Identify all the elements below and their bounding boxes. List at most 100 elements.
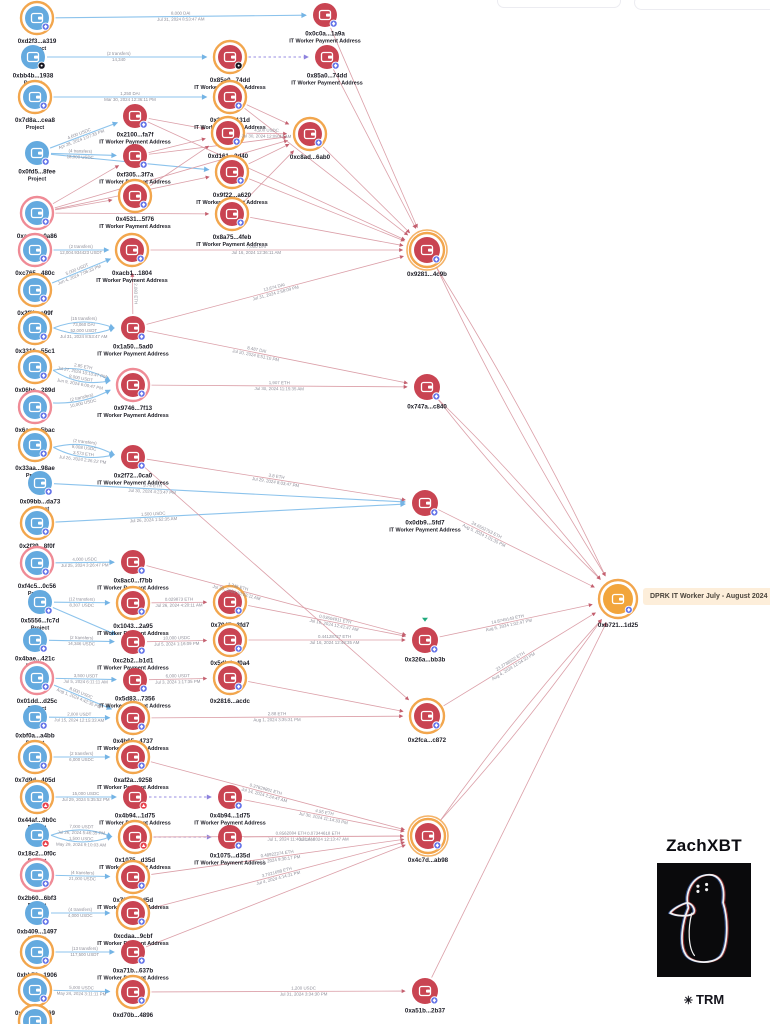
graph-node[interactable]: 0xa51b...2b37: [405, 978, 446, 1015]
transfer-edge[interactable]: [55, 559, 115, 565]
transfer-edge[interactable]: [248, 605, 407, 638]
transfer-edge[interactable]: [49, 121, 119, 149]
transfer-edge[interactable]: [148, 118, 206, 131]
transfer-edge[interactable]: [439, 619, 602, 822]
transfer-edge[interactable]: [53, 684, 113, 710]
transfer-edge[interactable]: [48, 714, 111, 721]
transfer-edge[interactable]: [55, 501, 406, 523]
graph-node[interactable]: 0xc8ad...6ab0: [290, 116, 331, 161]
transfer-edge[interactable]: [150, 841, 405, 909]
graph-node[interactable]: 0x747a...c840: [407, 374, 447, 411]
transfer-edge[interactable]: [151, 837, 405, 875]
transfer-edge[interactable]: [50, 834, 113, 843]
transfer-edge[interactable]: [438, 509, 595, 588]
graph-node[interactable]: [17, 1003, 53, 1024]
graph-node[interactable]: 0x7969...6d5dIT Worker Payment Address: [97, 859, 169, 911]
transfer-edge[interactable]: [53, 367, 111, 382]
dprk-annotation-tag[interactable]: DPRK IT Worker July - August 2024: [643, 588, 770, 605]
transfer-edge[interactable]: [244, 150, 295, 202]
transfer-edge[interactable]: [51, 258, 112, 284]
transfer-edge[interactable]: [53, 321, 115, 329]
graph-node[interactable]: 0x33aa...98aeProject: [15, 427, 55, 479]
transfer-edge[interactable]: [53, 327, 115, 335]
transfer-edge[interactable]: [439, 603, 593, 638]
graph-node[interactable]: 0x3316...55c1Project: [15, 310, 55, 362]
transfer-edge[interactable]: [52, 165, 120, 205]
transfer-edge[interactable]: [248, 681, 404, 713]
graph-node[interactable]: 0x2b60...6bf3Project: [18, 857, 57, 909]
graph-node[interactable]: 0x06bc...289dProject: [15, 349, 55, 401]
transfer-edge[interactable]: [443, 612, 596, 707]
transfer-edge[interactable]: [322, 146, 411, 234]
transfer-edge[interactable]: [50, 152, 117, 159]
graph-node[interactable]: 0x4c7d...ab98: [407, 815, 449, 864]
transfer-edge[interactable]: [52, 607, 117, 636]
transfer-edge[interactable]: [436, 397, 601, 580]
graph-node[interactable]: 0xb721...1d25: [597, 578, 639, 629]
transfer-edge[interactable]: [55, 676, 117, 683]
graph-node[interactable]: 0x5dbd...f0a4: [210, 622, 250, 667]
transfer-edge[interactable]: [436, 266, 606, 577]
transfer-edge[interactable]: [53, 483, 406, 505]
transfer-edge[interactable]: [151, 989, 406, 994]
transfer-edge[interactable]: [146, 255, 404, 325]
transfer-edge[interactable]: [48, 638, 115, 645]
graph-node[interactable]: 0xf4c5...0c56Project: [18, 545, 57, 597]
transfer-edge[interactable]: [243, 799, 405, 833]
transfer-edge[interactable]: [146, 565, 407, 636]
graph-node[interactable]: 0xd70b...4896: [113, 974, 154, 1019]
transfer-edge[interactable]: [143, 465, 410, 701]
transfer-edge[interactable]: [436, 266, 606, 577]
transfer-edge[interactable]: [151, 384, 408, 389]
transfer-edge[interactable]: [330, 27, 418, 229]
transfer-edge[interactable]: [53, 389, 111, 404]
graph-node[interactable]: 0x9281...4c9b: [406, 229, 448, 278]
transfer-edge[interactable]: [249, 178, 405, 242]
transfer-edge[interactable]: [436, 397, 601, 580]
transfer-edge[interactable]: [52, 369, 111, 385]
transfer-edge[interactable]: [53, 443, 115, 456]
transfer-edge[interactable]: [53, 446, 116, 459]
transfer-edge[interactable]: [53, 599, 111, 606]
graph-node[interactable]: 0x2816...acdc: [210, 660, 251, 705]
transfer-edge[interactable]: [146, 458, 406, 502]
transfer-edge[interactable]: [151, 600, 208, 605]
transfer-edge[interactable]: [147, 121, 406, 241]
transfer-edge[interactable]: [55, 12, 307, 19]
transfer-edge[interactable]: [146, 330, 409, 385]
graph-node[interactable]: 0x44af...9b0cProject: [18, 779, 57, 831]
transfer-edge[interactable]: [146, 638, 208, 643]
graph-node[interactable]: 0x01dd...d25cProject: [17, 660, 58, 712]
transfer-edge[interactable]: [243, 834, 405, 839]
transfer-edge[interactable]: [148, 676, 208, 681]
transfer-edge[interactable]: [150, 761, 405, 831]
transfer-edge[interactable]: [54, 139, 289, 209]
transfer-edge[interactable]: [55, 198, 113, 211]
transfer-edge[interactable]: [439, 619, 602, 822]
graph-node[interactable]: 0x2fca...c872: [408, 697, 447, 744]
transfer-edge[interactable]: [55, 211, 210, 216]
transfer-edge[interactable]: [248, 143, 290, 165]
transfer-edge[interactable]: [150, 145, 210, 186]
transfer-edge[interactable]: [53, 988, 111, 995]
transfer-edge[interactable]: [130, 272, 135, 315]
transfer-edge[interactable]: [55, 873, 111, 880]
